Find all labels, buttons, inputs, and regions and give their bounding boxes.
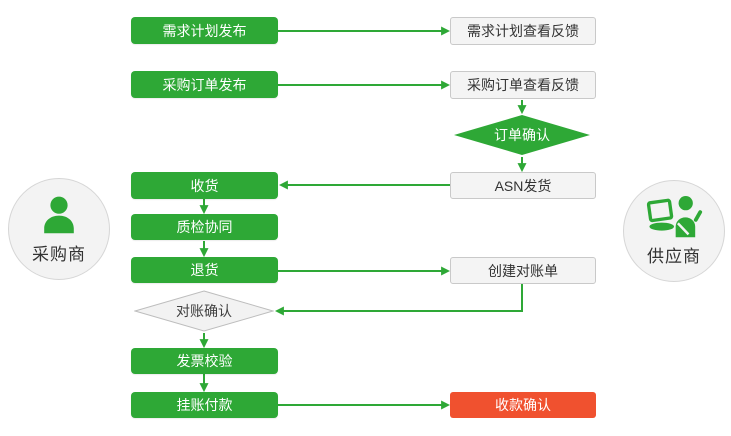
buyer-avatar: 采购商 xyxy=(8,178,110,280)
flow-step-receipt-confirm: 收款确认 xyxy=(450,392,596,418)
diamond-shape xyxy=(134,290,274,332)
buyer-label: 采购商 xyxy=(32,245,86,264)
flow-step-receive-goods: 收货 xyxy=(131,172,278,199)
flow-step-po-feedback: 采购订单查看反馈 xyxy=(450,71,596,99)
flow-step-asn-ship: ASN发货 xyxy=(450,172,596,199)
arrow-statement-to-reconcile xyxy=(274,284,523,316)
flow-step-payment-on-account: 挂账付款 xyxy=(131,392,278,418)
supplier-avatar: 供应商 xyxy=(623,180,725,282)
flow-step-demand-plan-publish: 需求计划发布 xyxy=(131,17,278,44)
flow-step-quality-collab: 质检协同 xyxy=(131,214,278,240)
user-icon xyxy=(9,190,109,242)
flow-step-demand-plan-feedback: 需求计划查看反馈 xyxy=(450,17,596,45)
decision-reconcile-confirm: 对账确认 xyxy=(134,290,274,332)
supplier-label: 供应商 xyxy=(647,247,701,266)
flow-step-return-goods: 退货 xyxy=(131,257,278,283)
flow-step-invoice-verify: 发票校验 xyxy=(131,348,278,374)
flow-step-po-publish: 采购订单发布 xyxy=(131,71,278,98)
diamond-shape xyxy=(454,115,590,155)
decision-order-confirm: 订单确认 xyxy=(453,114,591,156)
flow-step-create-statement: 创建对账单 xyxy=(450,257,596,284)
decision-label: 订单确认 xyxy=(494,127,550,143)
decision-label: 对账确认 xyxy=(176,303,232,319)
user-laptop-icon xyxy=(624,192,724,240)
